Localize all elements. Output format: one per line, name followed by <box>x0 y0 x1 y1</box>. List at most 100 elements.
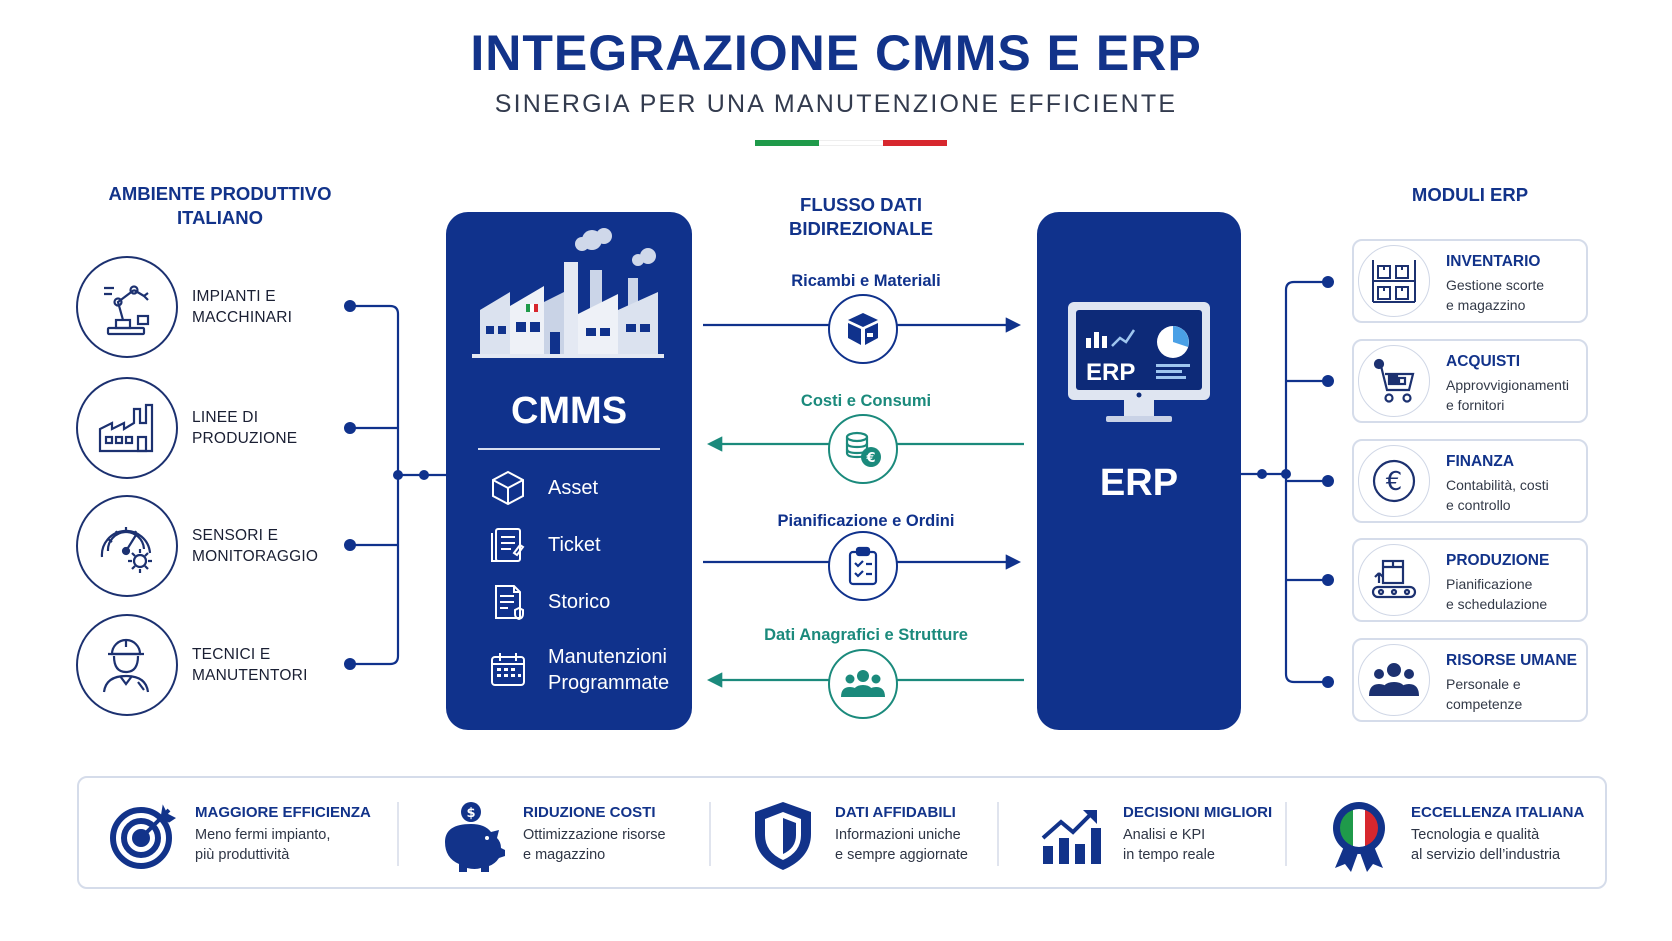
left-item-tecnici: TECNICI E MANUTENTORI <box>76 614 366 716</box>
cmms-item-ticket: Ticket <box>486 521 696 569</box>
left-heading-line2: ITALIANO <box>177 207 263 228</box>
left-item-label-line1: IMPIANTI E <box>192 288 276 305</box>
module-desc-line2: competenze <box>1446 696 1523 712</box>
cmms-title: CMMS <box>510 390 628 432</box>
svg-text:€: € <box>865 451 875 466</box>
module-desc-line1: Approvvigionamenti <box>1446 377 1569 393</box>
flow-label-anagrafici: Dati Anagrafici e Strutture <box>764 626 968 644</box>
page-title: INTEGRAZIONE CMMS E ERP <box>470 25 1202 81</box>
left-item-linee: LINEE DI PRODUZIONE <box>76 377 366 479</box>
shelves-icon <box>1358 245 1430 317</box>
history-doc-icon <box>486 580 530 624</box>
benefit-divider <box>997 802 999 866</box>
benefit-desc-line1: Informazioni uniche <box>835 827 961 843</box>
box-icon <box>828 294 898 364</box>
flow-column-heading: FLUSSO DATI BIDIREZIONALE <box>731 193 991 241</box>
cmms-item-storico: Storico <box>486 578 696 626</box>
left-column-heading: AMBIENTE PRODUTTIVO ITALIANO <box>90 182 350 230</box>
flow-label-costi: Costi e Consumi <box>800 392 932 410</box>
benefit-divider <box>709 802 711 866</box>
cube-icon <box>486 466 530 510</box>
module-desc-line1: Gestione scorte <box>1446 277 1545 293</box>
cmms-item-label-line2: Programmate <box>548 672 670 694</box>
benefit-divider <box>1285 802 1287 866</box>
monitor-text: ERP <box>1086 359 1135 386</box>
module-desc-line2: e magazzino <box>1446 297 1526 313</box>
benefit-title: DECISIONI MIGLIORI <box>1123 804 1273 821</box>
target-icon <box>107 800 179 872</box>
benefits-strip: MAGGIORE EFFICIENZA Meno fermi impianto,… <box>77 776 1607 889</box>
cmms-item-label-line1: Manutenzioni <box>548 646 667 668</box>
flow-heading-line1: FLUSSO DATI <box>800 194 922 215</box>
module-desc-line1: Personale e <box>1446 676 1521 692</box>
flow-label-pianificazione: Pianificazione e Ordini <box>777 512 955 530</box>
cmms-item-asset: Asset <box>486 464 696 512</box>
module-desc-line2: e fornitori <box>1446 397 1505 413</box>
module-card-risorse-umane: RISORSE UMANE Personale e competenze <box>1352 638 1588 722</box>
module-desc-line2: e controllo <box>1446 497 1511 513</box>
page-subtitle: SINERGIA PER UNA MANUTENZIONE EFFICIENTE <box>494 90 1178 118</box>
conveyor-icon <box>1358 544 1430 616</box>
benefit-divider <box>397 802 399 866</box>
module-desc-line1: Contabilità, costi <box>1446 477 1549 493</box>
coins-icon: € <box>828 414 898 484</box>
module-desc-line1: Pianificazione <box>1446 576 1533 592</box>
technician-icon <box>76 614 178 716</box>
benefit-costi: $ RIDUZIONE COSTI Ottimizzazione risorse… <box>407 778 709 887</box>
left-item-label-line1: LINEE DI <box>192 409 259 426</box>
factory-illustration-icon <box>468 222 668 379</box>
erp-panel <box>1037 212 1241 730</box>
left-item-impianti: IMPIANTI E MACCHINARI <box>76 256 366 358</box>
left-item-sensori: SENSORI E MONITORAGGIO <box>76 495 366 597</box>
left-item-label-line2: MANUTENTORI <box>192 667 308 684</box>
benefit-desc-line2: più produttività <box>195 847 290 863</box>
module-title: PRODUZIONE <box>1446 552 1550 569</box>
benefit-desc-line2: al servizio dell’industria <box>1411 847 1561 863</box>
left-item-label-line2: MONITORAGGIO <box>192 548 319 565</box>
svg-text:$: $ <box>466 806 475 821</box>
benefit-eccellenza: ECCELLENZA ITALIANA Tecnologia e qualità… <box>1295 778 1605 887</box>
module-card-produzione: PRODUZIONE Pianificazione e schedulazione <box>1352 538 1588 622</box>
benefit-efficienza: MAGGIORE EFFICIENZA Meno fermi impianto,… <box>79 778 399 887</box>
benefit-desc-line1: Tecnologia e qualità <box>1411 827 1540 843</box>
left-item-label-line2: PRODUZIONE <box>192 430 298 447</box>
benefit-desc-line2: in tempo reale <box>1123 847 1215 863</box>
benefit-title: RIDUZIONE COSTI <box>523 804 656 821</box>
italian-medal-icon <box>1323 800 1395 872</box>
ticket-icon <box>486 523 530 567</box>
module-title: FINANZA <box>1446 453 1515 470</box>
monitor-icon: ERP <box>1066 300 1212 437</box>
benefit-desc-line2: e sempre aggiornate <box>835 847 968 863</box>
benefit-desc-line2: e magazzino <box>523 847 606 863</box>
left-item-label-line1: TECNICI E <box>192 646 271 663</box>
piggy-bank-icon: $ <box>435 800 507 872</box>
left-item-label-line1: SENSORI E <box>192 527 279 544</box>
cmms-item-label: Storico <box>548 591 611 613</box>
erp-title: ERP <box>1099 462 1179 504</box>
module-title: RISORSE UMANE <box>1446 652 1577 669</box>
flow-heading-line2: BIDIREZIONALE <box>789 218 933 239</box>
robot-arm-icon <box>76 256 178 358</box>
benefit-desc-line1: Analisi e KPI <box>1123 827 1206 843</box>
people-icon <box>828 649 898 719</box>
cmms-item-manutenzioni: Manutenzioni Programmate <box>486 642 696 698</box>
module-card-acquisti: ACQUISTI Approvvigionamenti e fornitori <box>1352 339 1588 423</box>
left-heading-line1: AMBIENTE PRODUTTIVO <box>108 183 332 204</box>
module-card-inventario: INVENTARIO Gestione scorte e magazzino <box>1352 239 1588 323</box>
left-item-label-line2: MACCHINARI <box>192 309 293 326</box>
benefit-title: ECCELLENZA ITALIANA <box>1411 804 1585 821</box>
italian-flag-bar <box>755 140 947 146</box>
module-title: ACQUISTI <box>1446 353 1521 370</box>
modules-heading: MODULI ERP <box>1411 184 1529 205</box>
module-desc-line2: e schedulazione <box>1446 596 1548 612</box>
benefit-title: MAGGIORE EFFICIENZA <box>195 804 371 821</box>
svg-text:€: € <box>1386 467 1403 497</box>
growth-chart-icon <box>1035 800 1107 872</box>
cmms-divider <box>478 448 660 450</box>
euro-icon: € <box>1358 445 1430 517</box>
clipboard-icon <box>828 531 898 601</box>
module-title: INVENTARIO <box>1446 253 1541 270</box>
cmms-item-label: Asset <box>548 477 599 499</box>
team-icon <box>1358 644 1430 716</box>
